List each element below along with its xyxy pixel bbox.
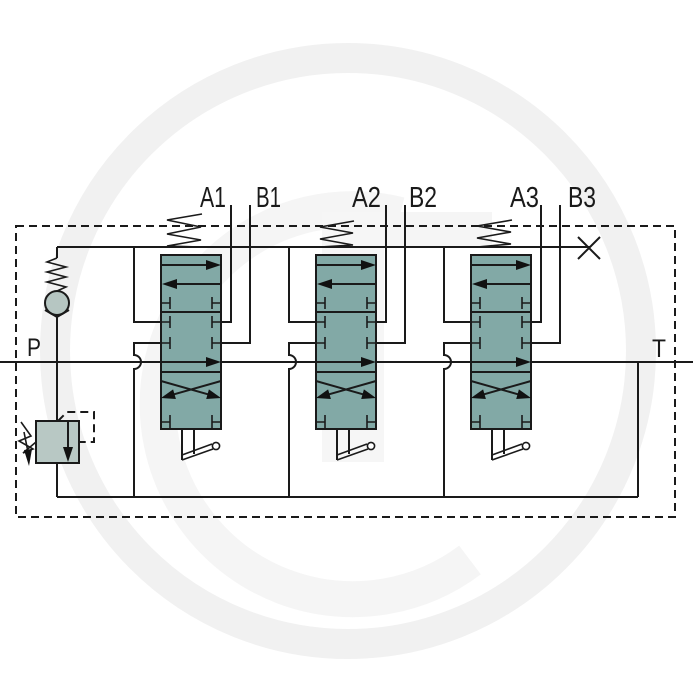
blocked-port-icon	[316, 297, 376, 309]
arrow-left-icon	[317, 279, 332, 289]
port-a-line	[376, 205, 387, 323]
blocked-port-icon	[316, 337, 376, 349]
arrow-right-icon	[361, 260, 376, 270]
tank-return-line	[57, 362, 639, 498]
blocked-port-icon	[471, 415, 531, 429]
port-b-line	[531, 205, 561, 344]
return-spring-icon	[319, 220, 355, 248]
blocked-port-icon	[161, 415, 221, 429]
blocked-port-icon	[161, 316, 221, 328]
port-b-line	[376, 205, 406, 344]
blocked-port-icon	[471, 316, 531, 328]
cross-flow-icon	[160, 380, 222, 396]
feed-line	[443, 247, 471, 323]
blocked-port-icon	[471, 297, 531, 309]
arrow-right-icon	[361, 357, 376, 367]
pilot-line	[57, 411, 95, 443]
port-label-a2: A2	[352, 182, 381, 214]
pressure-relief-valve	[17, 411, 95, 497]
blocked-port-icon	[471, 337, 531, 349]
port-label-b1: B1	[256, 182, 281, 214]
arrow-right-icon	[516, 357, 531, 367]
adjustable-spring-icon	[17, 421, 37, 466]
crossover-line	[133, 342, 161, 497]
crossover-line	[288, 342, 316, 497]
arrow-right-icon	[206, 357, 221, 367]
port-b-line	[221, 205, 251, 344]
crossover-line	[443, 342, 471, 497]
return-spring-icon	[476, 219, 513, 248]
port-a-line	[221, 205, 232, 323]
blocked-port-icon	[161, 297, 221, 309]
cross-flow-icon	[470, 380, 532, 396]
arrow-left-icon	[472, 279, 487, 289]
port-a-line	[531, 205, 542, 323]
blocked-port-icon	[316, 415, 376, 429]
check-ball-icon	[44, 290, 70, 316]
directional-valve-section-1	[133, 205, 251, 497]
return-spring-icon	[166, 213, 203, 248]
tank-port-label: T	[652, 335, 666, 363]
feed-line	[133, 247, 161, 323]
flow-arrow-icon	[63, 447, 73, 462]
hand-lever-icon	[336, 429, 376, 461]
blocked-port-icon	[316, 316, 376, 328]
arrow-right-icon	[516, 260, 531, 270]
port-label-a1: A1	[200, 182, 226, 214]
arrow-right-icon	[206, 260, 221, 270]
hand-lever-icon	[491, 429, 531, 461]
spring-icon	[43, 257, 70, 292]
pressure-port-label: P	[27, 334, 41, 362]
blocked-port-icon	[161, 337, 221, 349]
cross-flow-icon	[315, 380, 377, 396]
feed-line	[288, 247, 316, 323]
directional-valve-section-2	[288, 205, 406, 497]
check-valve	[43, 247, 70, 421]
hand-lever-icon	[181, 429, 221, 461]
port-label-b3: B3	[568, 182, 596, 214]
plugged-port-icon	[577, 236, 601, 260]
valve-block-boundary	[15, 225, 676, 518]
directional-valve-section-3	[443, 205, 561, 497]
arrow-left-icon	[162, 279, 177, 289]
port-label-a3: A3	[510, 182, 539, 214]
port-label-b2: B2	[409, 182, 437, 214]
